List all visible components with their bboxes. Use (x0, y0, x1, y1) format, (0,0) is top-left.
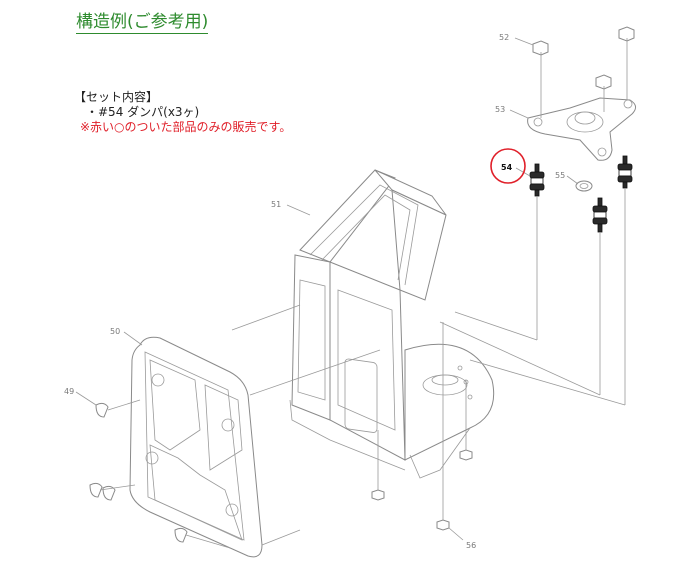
washer-55 (575, 180, 593, 192)
set-contents: 【セット内容】 ・#54 ダンパ(x3ヶ) ※赤い○のついた部品のみの販売です。 (74, 90, 291, 135)
part-label-55: 55 (555, 171, 565, 180)
part-label-53: 53 (495, 105, 505, 114)
assembly-lines (75, 37, 628, 549)
part-label-50: 50 (110, 327, 120, 336)
part-label-54: 54 (501, 163, 513, 172)
frame-51 (289, 169, 495, 479)
part-numbers: 52 53 54 55 51 50 49 56 (64, 33, 565, 550)
nuts-52 (532, 26, 635, 90)
damper-2 (617, 155, 633, 189)
bracket-53 (527, 97, 636, 161)
dampers-54 (529, 155, 633, 233)
damper-1 (529, 163, 545, 197)
set-item: ・#54 ダンパ(x3ヶ) (86, 105, 200, 119)
part-label-56: 56 (466, 541, 476, 550)
part-label-52: 52 (499, 33, 509, 42)
nuts-56 (371, 449, 473, 531)
highlight-circle (490, 148, 526, 184)
part-label-51: 51 (271, 200, 281, 209)
sale-note: ※赤い○のついた部品のみの販売です。 (80, 120, 292, 134)
screws-49 (89, 402, 188, 543)
cover-50 (129, 336, 263, 558)
set-heading: 【セット内容】 (74, 90, 159, 104)
part-label-49: 49 (64, 387, 74, 396)
page-title: 構造例(ご参考用) (76, 12, 209, 34)
damper-3 (592, 197, 608, 233)
